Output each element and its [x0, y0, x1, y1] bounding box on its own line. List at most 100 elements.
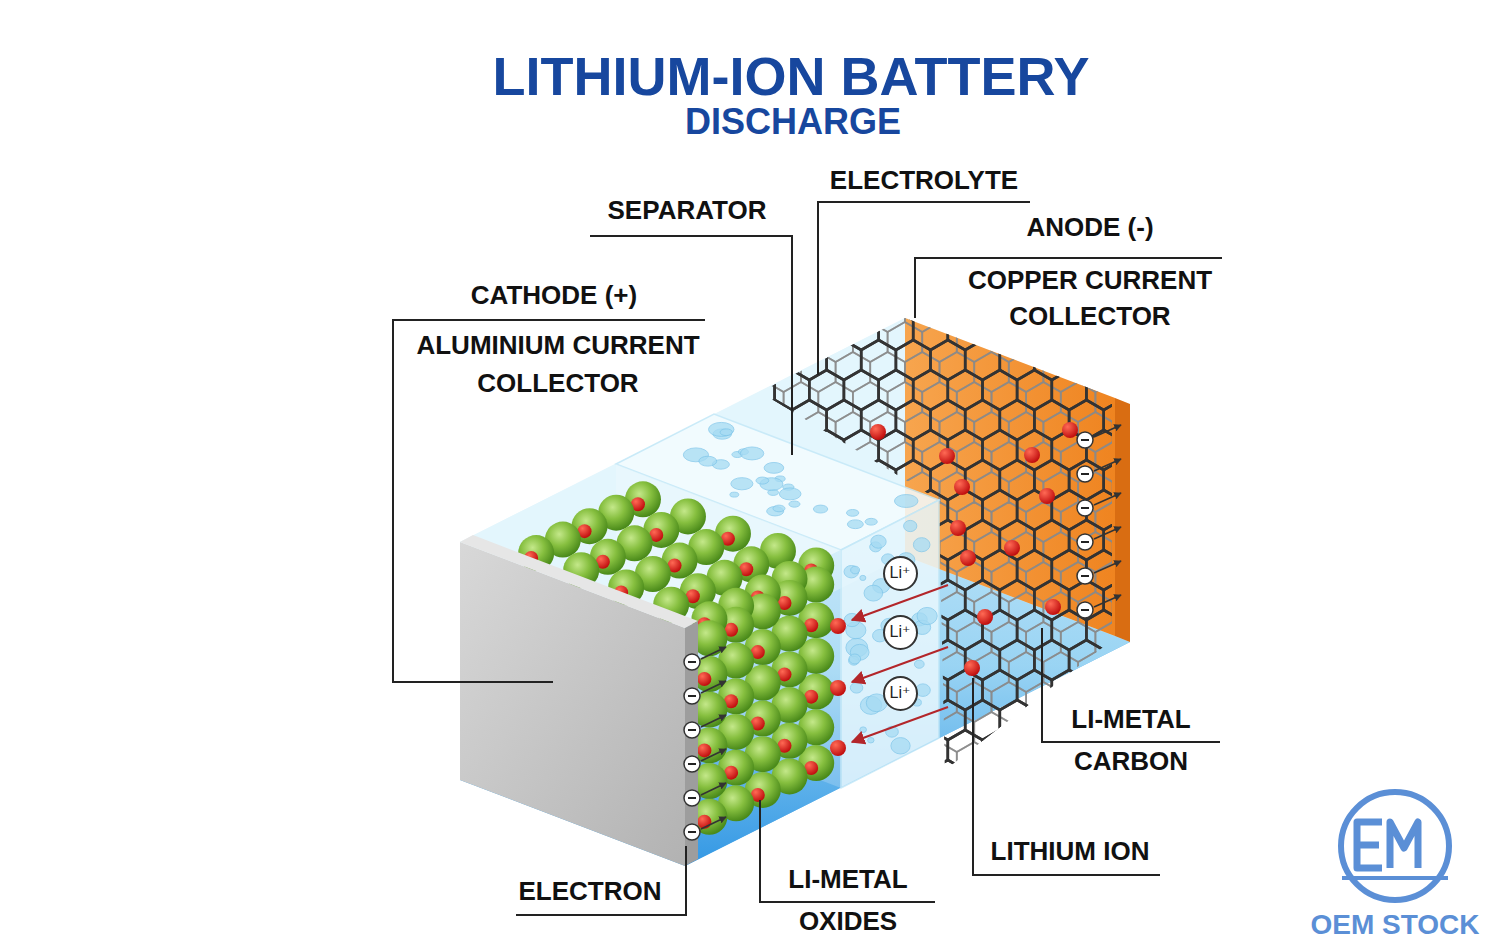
separator-pore — [917, 607, 937, 624]
part-label: SEPARATOR — [587, 195, 787, 225]
part-label: ELECTROLYTE — [804, 165, 1044, 195]
electron-symbol — [688, 797, 696, 799]
carbon-lattice — [1113, 772, 1148, 812]
carbon-lattice — [1078, 652, 1113, 692]
electron-symbol — [1077, 459, 1121, 482]
separator-pore — [849, 654, 861, 664]
lithium-dot — [1045, 599, 1061, 615]
electron-symbol — [1081, 507, 1089, 509]
carbon-lattice — [1121, 370, 1156, 410]
electron-symbol — [684, 681, 726, 704]
separator-pore — [860, 575, 866, 580]
ion-circle: Li⁺ — [883, 556, 918, 591]
carbon-lattice — [1121, 550, 1156, 590]
carbon-lattice — [1034, 700, 1069, 740]
aluminium-current-collector — [460, 542, 685, 866]
carbon-lattice — [1000, 760, 1035, 800]
label-text: DISCHARGE — [685, 101, 901, 142]
leader-line — [393, 202, 1222, 915]
electron-symbol — [1077, 466, 1093, 482]
electrolyte-box-faces — [460, 318, 1130, 866]
carbon-lattice — [1043, 772, 1078, 812]
lithium-dot — [954, 479, 970, 495]
electron-symbol — [701, 647, 726, 659]
leader-line — [393, 320, 705, 682]
electron-symbol — [1081, 575, 1089, 577]
carbon-lattice — [1017, 730, 1052, 770]
part-label: ALUMINIUM CURRENT COLLECTOR — [393, 326, 723, 402]
electron-symbol — [1094, 459, 1121, 471]
lithium-dot — [939, 448, 955, 464]
electron-symbol — [1081, 541, 1089, 543]
carbon-lattice — [1121, 610, 1156, 650]
carbon-lattice — [1113, 352, 1148, 392]
carbon-lattice — [896, 760, 931, 800]
separator-pore — [773, 505, 785, 512]
carbon-lattice — [1130, 502, 1165, 542]
ion-circle: Li⁺ — [883, 676, 918, 711]
electron-symbol — [1094, 595, 1121, 607]
electron-symbol — [688, 831, 696, 833]
ion-circle: Li⁺ — [883, 615, 918, 650]
carbon-lattice — [1078, 352, 1113, 392]
electron-symbol — [1077, 602, 1093, 618]
watermark-text: OEM STOCK — [1285, 908, 1505, 942]
carbon-lattice — [896, 280, 931, 320]
electron-symbol — [1077, 527, 1121, 550]
electron-symbol — [1077, 595, 1121, 618]
carbon-lattice — [965, 760, 1000, 800]
metal-oxide-particle — [697, 672, 711, 686]
electron-symbol — [701, 749, 726, 761]
carbon-lattice — [931, 760, 966, 800]
separator-pore — [699, 456, 717, 466]
electron-symbol — [1077, 534, 1093, 550]
separator-pore — [847, 520, 863, 529]
carbon-lattice — [1130, 442, 1165, 482]
lithium-dot — [1004, 540, 1020, 556]
lithium-dot — [1024, 447, 1040, 463]
electron-symbol — [684, 715, 726, 738]
electron-symbol — [684, 425, 1121, 840]
separator-pore — [683, 422, 937, 754]
ion-symbol: Li⁺ — [890, 564, 911, 582]
label-text: ANODE (-) — [1026, 212, 1153, 242]
carbon-lattice — [940, 292, 975, 332]
carbon-lattice — [1069, 340, 1104, 380]
carbon-lattice — [1026, 742, 1061, 782]
separator-pore — [844, 566, 859, 578]
carbon-lattice — [723, 340, 758, 380]
ion-arrow — [852, 707, 948, 742]
electron-symbol — [701, 681, 726, 693]
separator-pore — [865, 518, 877, 525]
separator-pore — [779, 488, 801, 500]
label-text: CATHODE (+) — [471, 280, 637, 310]
part-label: ELECTRON — [500, 876, 680, 906]
carbon-lattice — [957, 742, 992, 782]
aluminium-current-collector — [460, 535, 698, 866]
title: LITHIUM-ION BATTERY — [411, 44, 1171, 108]
carbon-lattice — [1130, 382, 1165, 422]
lithium-dot — [964, 660, 980, 676]
label-text: ELECTROLYTE — [830, 165, 1018, 195]
separator-pore — [868, 738, 874, 743]
separator-pore — [813, 505, 827, 513]
lithium-dot — [977, 609, 993, 625]
carbon-lattice — [1069, 640, 1104, 680]
copper-current-collector — [1115, 398, 1130, 642]
separator-pore — [871, 535, 886, 548]
label-text: ALUMINIUM CURRENT COLLECTOR — [416, 330, 699, 398]
electron-symbol — [684, 783, 726, 806]
electron-symbol — [684, 817, 726, 840]
electron-symbol — [701, 783, 726, 795]
electron-symbol — [1094, 527, 1121, 539]
label-text: LI-METAL OXIDES — [788, 864, 907, 936]
separator-pore — [914, 660, 924, 668]
carbon-lattice — [784, 322, 819, 362]
electron-symbol — [1081, 609, 1089, 611]
electron-symbol — [684, 688, 700, 704]
logo — [1341, 792, 1449, 900]
aluminium-current-collector — [460, 535, 698, 628]
separator-pore — [851, 566, 860, 574]
carbon-lattice — [1078, 772, 1113, 812]
carbon-lattice — [732, 292, 767, 332]
